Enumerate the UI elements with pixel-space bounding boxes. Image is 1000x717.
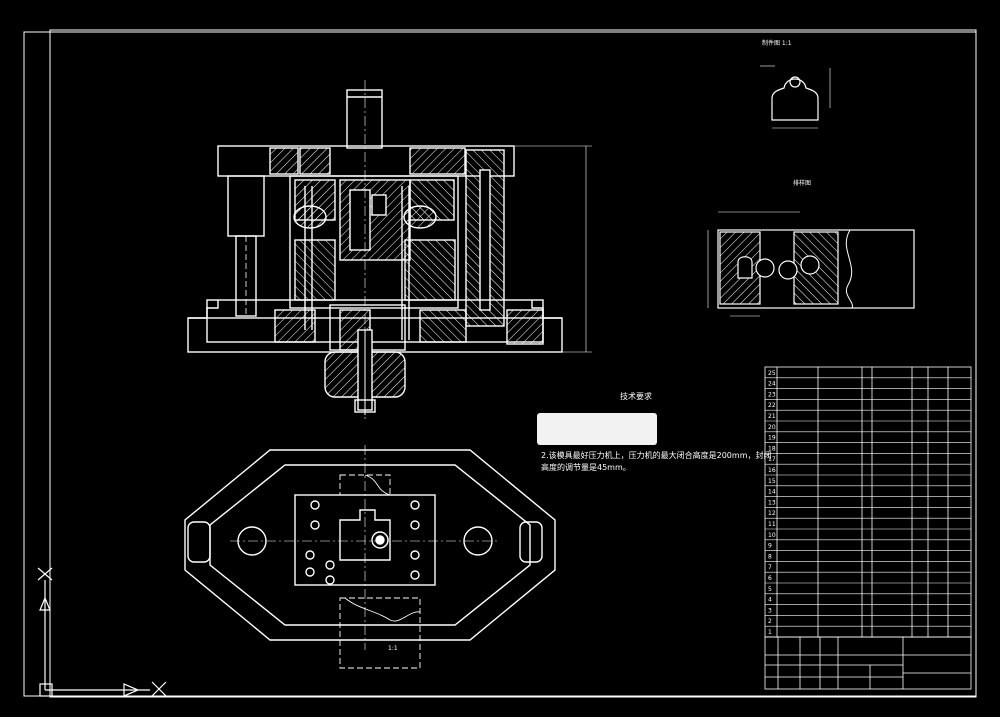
main-section-view: [187, 80, 592, 420]
bom-row-number: 11: [768, 521, 776, 528]
bom-row-number: 2: [768, 618, 772, 625]
ucs-axis-icon: [37, 567, 167, 697]
bom-row-number: 1: [768, 629, 772, 636]
bom-row-number: 13: [768, 499, 776, 506]
bom-row-number: 20: [768, 424, 776, 431]
bom-row-number: 12: [768, 510, 776, 517]
strip-view-label: 排样图: [793, 180, 812, 187]
bom-row-number: 24: [768, 381, 776, 388]
strip-layout-view: [707, 211, 915, 317]
plan-view: [184, 445, 556, 669]
technical-requirements-line1: 2.该模具最好压力机上，压力机的最大闭合高度是200mm，封闭: [541, 451, 772, 460]
bom-row-number: 9: [768, 543, 772, 550]
technical-requirements-line2: 高度的调节量是45mm。: [541, 463, 631, 472]
bom-row-number: 25: [768, 370, 776, 377]
title-block: [764, 636, 972, 690]
bom-row-number: 10: [768, 532, 776, 539]
bom-table: [764, 366, 972, 638]
bom-row-number: 4: [768, 597, 772, 604]
part-view-label: 制件图 1:1: [762, 40, 792, 47]
bom-row-number: 21: [768, 413, 776, 420]
bom-row-number: 7: [768, 564, 772, 571]
bom-row-number: 16: [768, 467, 776, 474]
bom-row-number: 5: [768, 586, 772, 593]
bom-row-number: 15: [768, 478, 776, 485]
bom-row-number: 19: [768, 435, 776, 442]
bom-row-number: 6: [768, 575, 772, 582]
redacted-note-box: [537, 413, 657, 445]
bom-row-number: 18: [768, 445, 776, 452]
bom-row-number: 8: [768, 553, 772, 560]
bom-row-number: 3: [768, 607, 772, 614]
drawing-frame: [23, 29, 977, 698]
bom-row-number: 14: [768, 489, 776, 496]
part-detail-view: [760, 65, 831, 129]
bom-row-number: 22: [768, 402, 776, 409]
plan-view-label: 1:1: [388, 645, 398, 652]
technical-requirements-title: 技术要求: [620, 392, 652, 401]
bom-row-number: 23: [768, 391, 776, 398]
bom-rows: 2524232221201918171615141312111098765432…: [765, 370, 971, 636]
bom-row-number: 17: [768, 456, 776, 463]
